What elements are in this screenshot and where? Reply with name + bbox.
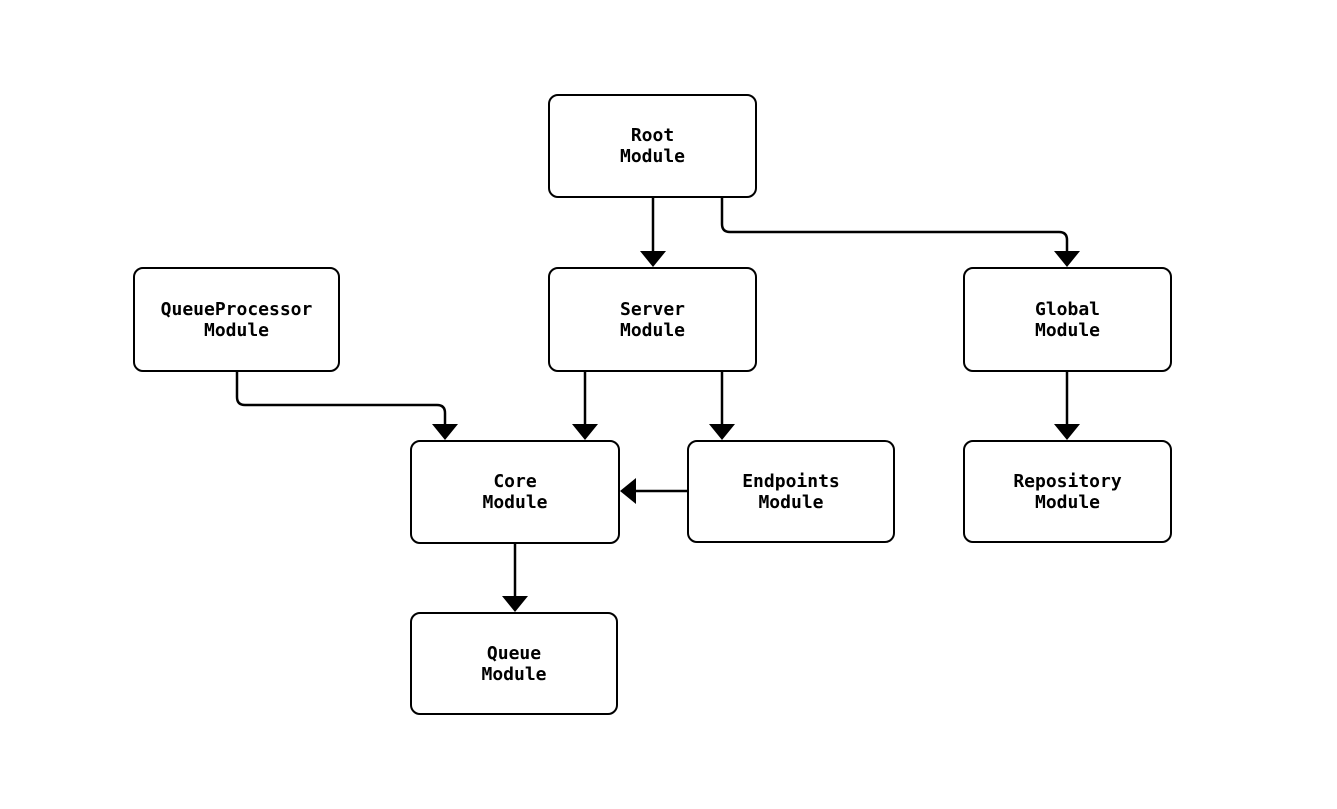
arrowhead-queueprocessor-to-core	[432, 424, 458, 440]
node-core-module: Core Module	[410, 440, 620, 544]
node-endpoints-module-label: Endpoints Module	[742, 470, 840, 513]
arrowhead-root-to-global	[1054, 251, 1080, 267]
arrowhead-root-to-server	[640, 251, 666, 267]
arrowhead-global-to-repository	[1054, 424, 1080, 440]
node-queueprocessor-module-label: QueueProcessor Module	[160, 298, 313, 341]
node-global-module-label: Global Module	[1034, 298, 1101, 341]
node-server-module-label: Server Module	[619, 298, 686, 341]
node-global-module: Global Module	[963, 267, 1172, 372]
arrowhead-server-to-endpoints	[709, 424, 735, 440]
edge-server-to-core	[572, 372, 598, 440]
node-queueprocessor-module: QueueProcessor Module	[133, 267, 340, 372]
edge-core-to-queue	[502, 544, 528, 612]
node-root-module: Root Module	[548, 94, 757, 198]
node-server-module: Server Module	[548, 267, 757, 372]
edge-endpoints-to-core	[620, 478, 687, 504]
node-core-module-label: Core Module	[482, 471, 548, 513]
node-root-module-label: Root Module	[619, 125, 686, 167]
arrowhead-endpoints-to-core	[620, 478, 636, 504]
arrowhead-server-to-core	[572, 424, 598, 440]
edge-queueprocessor-to-core	[235, 372, 458, 440]
edge-server-to-endpoints	[709, 372, 735, 440]
edge-root-to-global	[720, 198, 1080, 267]
node-repository-module: Repository Module	[963, 440, 1172, 543]
node-repository-module-label: Repository Module	[1013, 470, 1122, 513]
node-queue-module-label: Queue Module	[481, 642, 547, 685]
node-queue-module: Queue Module	[410, 612, 618, 715]
node-endpoints-module: Endpoints Module	[687, 440, 895, 543]
arrowhead-core-to-queue	[502, 596, 528, 612]
edge-global-to-repository	[1054, 372, 1080, 440]
edge-root-to-server	[640, 198, 666, 267]
